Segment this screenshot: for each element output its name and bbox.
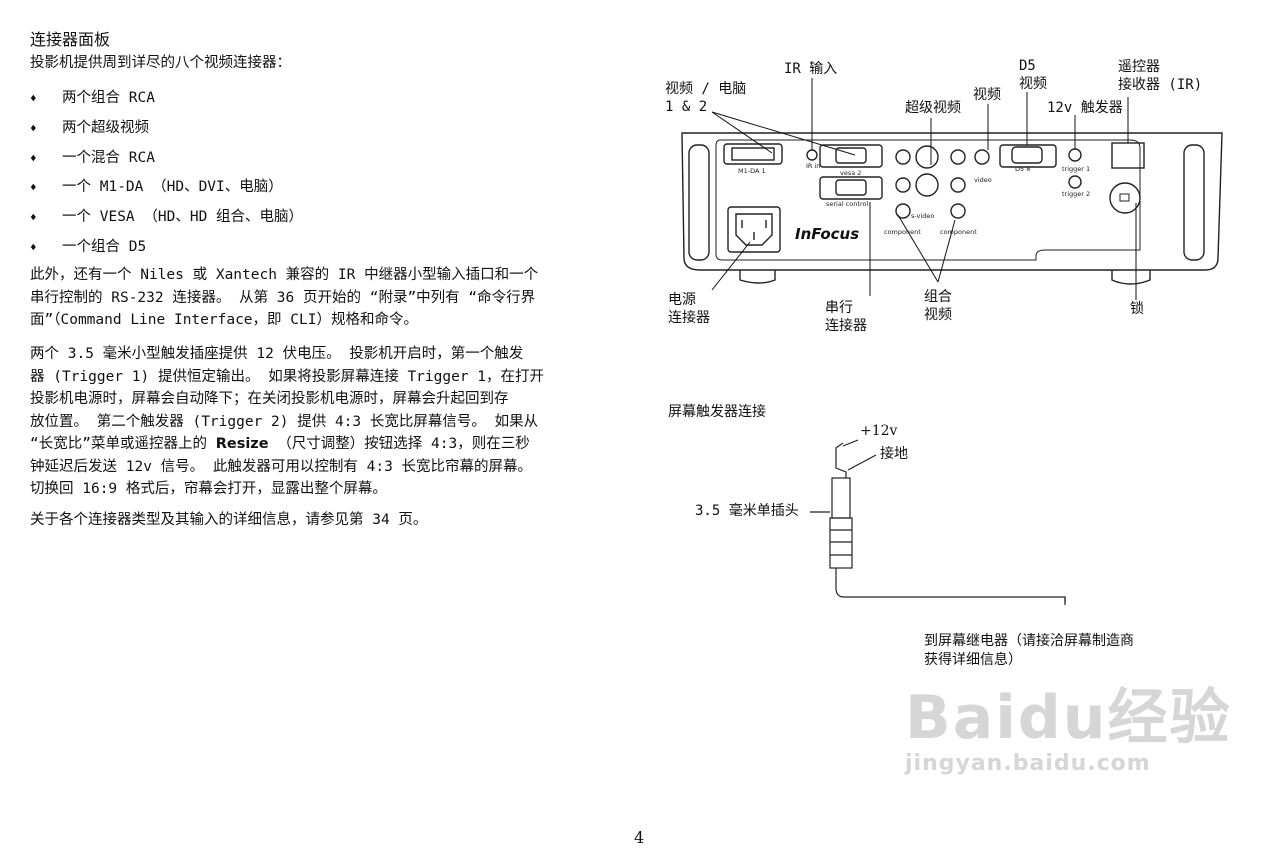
label-serial: 串行 连接器	[825, 300, 867, 334]
right-grip	[1183, 144, 1205, 261]
bullet-text: 一个混合 RCA	[62, 149, 155, 166]
jack-title: 屏幕触发器连接	[668, 404, 766, 420]
panel-label: video	[974, 176, 992, 184]
label-video: 视频	[973, 87, 1001, 103]
panel-label: trigger 1	[1062, 165, 1090, 173]
label-plus12v: +12v	[860, 423, 898, 439]
power-connector	[727, 206, 781, 253]
watermark-logo: Baidu经验	[905, 683, 1232, 753]
page-number: 4	[634, 828, 645, 847]
label-relay: 到屏幕继电器（请接洽屏幕制造商 获得详细信息）	[924, 633, 1134, 668]
bullet-item: ♦ 一个 M1-DA （HD、DVI、电脑）	[30, 175, 283, 196]
bullet-item: ♦ 一个 VESA （HD、HD 组合、电脑）	[30, 205, 303, 226]
m1da-connector	[723, 143, 783, 165]
bullet-item: ♦ 两个组合 RCA	[30, 86, 155, 107]
label-plug: 3.5 毫米单插头	[695, 503, 799, 519]
label-power: 电源 连接器	[668, 292, 710, 326]
ir-in-jack	[806, 149, 818, 161]
diamond-bullet-icon: ♦	[30, 151, 37, 165]
resize-button-name: Resize	[215, 436, 269, 452]
projector-body	[681, 132, 1223, 271]
panel-label: trigger 2	[1062, 190, 1090, 198]
paragraph-text: （尺寸调整）按钮选择 4:3，则在三秒 钟延迟后发送 12v 信号。 此触发器可…	[30, 436, 533, 497]
label-ground: 接地	[880, 446, 908, 462]
panel-label: s-video	[911, 212, 934, 220]
panel-label: component	[884, 228, 921, 236]
video-jack	[974, 149, 990, 165]
infocus-logo: InFocus	[795, 225, 859, 243]
diamond-bullet-icon: ♦	[30, 211, 37, 225]
paragraph-ir-serial: 此外，还有一个 Niles 或 Xantech 兼容的 IR 中继器小型输入插口…	[30, 267, 539, 328]
bullet-item: ♦ 两个超级视频	[30, 116, 149, 137]
left-grip	[688, 144, 710, 261]
trigger1-jack	[1068, 148, 1082, 162]
d5-connector	[999, 144, 1057, 168]
panel-label: serial control	[826, 200, 868, 208]
label-svideo: 超级视频	[905, 100, 961, 116]
vesa-connector	[819, 144, 883, 168]
label-trigger: 12v 触发器	[1047, 100, 1123, 116]
baidu-watermark: Baidu经验 jingyan.baidu.com	[905, 685, 1231, 776]
diamond-bullet-icon: ♦	[30, 121, 37, 135]
serial-connector	[819, 176, 883, 200]
diamond-bullet-icon: ♦	[30, 92, 37, 105]
section-title: 连接器面板	[30, 30, 111, 49]
label-video-pc: 视频 / 电脑 1 & 2	[665, 81, 747, 115]
bullet-text: 一个组合 D5	[62, 239, 147, 255]
panel-label: component	[940, 228, 977, 236]
bullet-text: 一个 VESA （HD、HD 组合、电脑）	[62, 209, 304, 226]
bullet-text: 两个超级视频	[62, 119, 149, 136]
label-ir-in: IR 输入	[784, 61, 838, 77]
ir-receiver	[1111, 142, 1145, 169]
bullet-text: 两个组合 RCA	[62, 90, 155, 106]
panel-label: IR in	[806, 162, 820, 170]
trigger2-jack	[1068, 175, 1082, 189]
paragraph-text: 两个 3.5 毫米小型触发插座提供 12 伏电压。 投影机开启时，第一个触发 器…	[30, 346, 545, 452]
label-d5: D5 视频	[1019, 58, 1047, 92]
diamond-bullet-icon: ♦	[30, 241, 37, 254]
callout-lines	[711, 78, 1137, 300]
bullet-item: ♦ 一个混合 RCA	[30, 146, 155, 167]
plug-diagram	[810, 439, 1066, 605]
paragraph-reference: 关于各个连接器类型及其输入的详细信息，请参见第 34 页。	[30, 512, 428, 528]
bullet-text: 一个 M1-DA （HD、DVI、电脑）	[62, 179, 283, 196]
paragraph-triggers: 两个 3.5 毫米小型触发插座提供 12 伏电压。 投影机开启时，第一个触发 器…	[30, 343, 630, 501]
diamond-bullet-icon: ♦	[30, 181, 37, 195]
panel-label: M1-DA 1	[738, 167, 766, 175]
security-lock	[1109, 182, 1141, 214]
panel-label: D5 8	[1015, 165, 1030, 173]
bullet-item: ♦ 一个组合 D5	[30, 235, 146, 256]
label-lock: 锁	[1130, 301, 1144, 317]
svideo-connector	[915, 145, 939, 169]
panel-label: vesa 2	[840, 169, 861, 177]
label-component: 组合 视频	[924, 289, 952, 323]
label-remote-receiver: 遥控器 接收器 (IR)	[1118, 59, 1203, 93]
watermark-url: jingyan.baidu.com	[905, 751, 1151, 776]
intro-text: 投影机提供周到详尽的八个视频连接器：	[30, 55, 291, 71]
